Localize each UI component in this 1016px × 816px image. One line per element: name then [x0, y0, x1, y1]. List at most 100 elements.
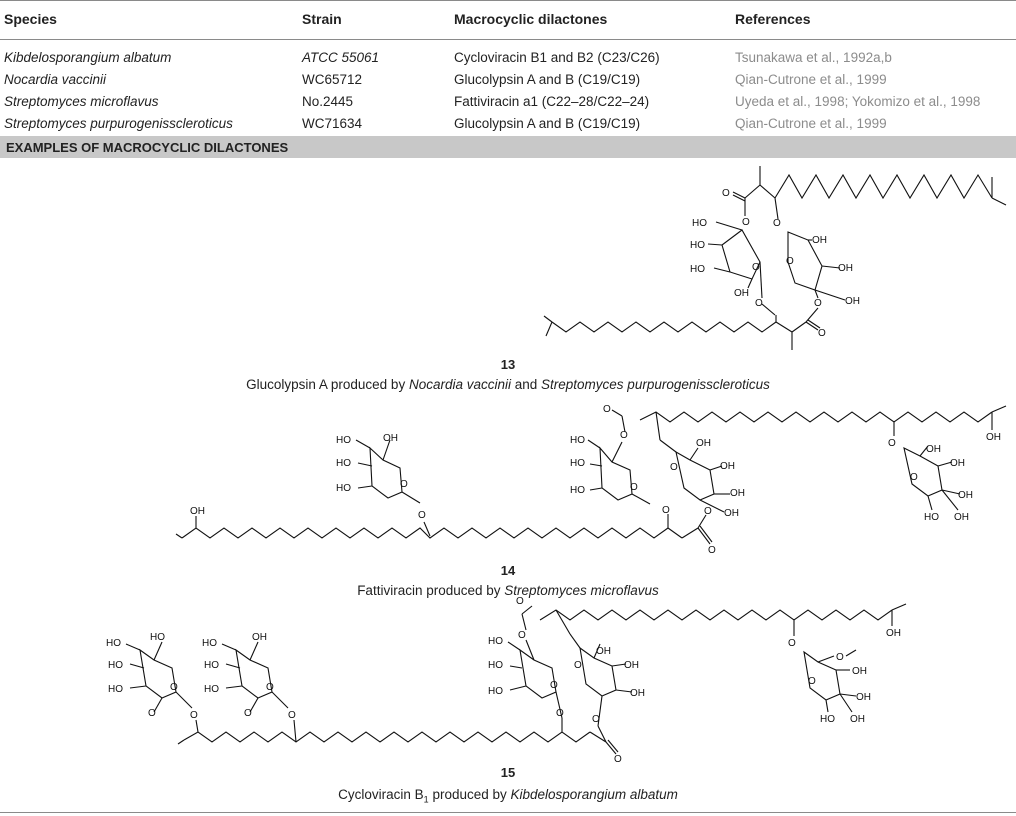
- figure-caption: Fattiviracin produced by Streptomyces mi…: [0, 583, 1016, 598]
- hydroxyl-label: HO: [108, 660, 123, 671]
- hydroxyl-label: HO: [150, 632, 165, 643]
- top-rule: [0, 0, 1016, 1]
- species-cell: Nocardia vaccinii: [4, 72, 107, 87]
- hydroxyl-label: HO: [488, 686, 503, 697]
- hydroxyl-label: HO: [336, 483, 351, 494]
- hydroxyl-label: OH: [986, 432, 1001, 443]
- hydroxyl-label: HO: [692, 218, 707, 229]
- dilactone-cell: Cycloviracin B1 and B2 (C23/C26): [454, 50, 660, 65]
- hydroxyl-label: OH: [252, 632, 267, 643]
- atom-o: O: [574, 660, 582, 671]
- atom-o: O: [814, 298, 822, 309]
- species-cell: Streptomyces microflavus: [4, 94, 159, 109]
- hydroxyl-label: OH: [630, 688, 645, 699]
- strain-cell: No.2445: [302, 94, 354, 109]
- hydroxyl-label: OH: [720, 461, 735, 472]
- structure-13: O O O O HO HO OH HO O O OH OH: [543, 166, 1007, 350]
- section-heading: EXAMPLES OF MACROCYCLIC DILACTONES: [6, 140, 289, 155]
- atom-o: O: [418, 510, 426, 521]
- hydroxyl-label: OH: [950, 458, 965, 469]
- hydroxyl-label: OH: [624, 660, 639, 671]
- reference-cell: Uyeda et al., 1998; Yokomizo et al., 199…: [735, 94, 981, 109]
- hydroxyl-label: HO: [204, 660, 219, 671]
- hydroxyl-label: HO: [488, 636, 503, 647]
- atom-o: O: [550, 680, 558, 691]
- hydroxyl-label: HO: [204, 684, 219, 695]
- hydroxyl-label: OH: [383, 433, 398, 444]
- atom-o: O: [556, 708, 564, 719]
- compound-number: 13: [500, 357, 516, 372]
- structure-15: O HO HO HO HO O O O HO OH HO HO O: [106, 596, 907, 765]
- hydroxyl-label: OH: [190, 506, 205, 517]
- caption-species: Streptomyces purpurogenisscleroticus: [541, 377, 770, 392]
- hydroxyl-label: HO: [570, 435, 585, 446]
- atom-o: O: [836, 652, 844, 663]
- strain-cell: WC71634: [302, 116, 363, 131]
- figure-caption: Cycloviracin B1 produced by Kibdelospora…: [0, 787, 1016, 805]
- hydroxyl-label: OH: [852, 666, 867, 677]
- atom-o: O: [910, 472, 918, 483]
- dilactone-cell: Fattiviracin a1 (C22–28/C22–24): [454, 94, 650, 109]
- hydroxyl-label: OH: [845, 296, 860, 307]
- hydroxyl-label: HO: [690, 264, 705, 275]
- hydroxyl-label: OH: [596, 646, 611, 657]
- compound-number: 14: [500, 563, 516, 578]
- hydroxyl-label: HO: [336, 435, 351, 446]
- caption-species: Kibdelosporangium albatum: [510, 787, 678, 802]
- col-header-species: Species: [4, 11, 57, 27]
- strain-cell: WC65712: [302, 72, 363, 87]
- atom-o: O: [266, 682, 274, 693]
- col-header-references: References: [735, 11, 811, 27]
- atom-o: O: [818, 328, 826, 339]
- figure-caption: Glucolypsin A produced by Nocardia vacci…: [0, 377, 1016, 392]
- hydroxyl-label: OH: [838, 263, 853, 274]
- atom-o: O: [670, 462, 678, 473]
- atom-o: O: [614, 754, 622, 765]
- atom-o: O: [773, 218, 781, 229]
- hydroxyl-label: OH: [886, 628, 901, 639]
- hydroxyl-label: OH: [730, 488, 745, 499]
- caption-text: Fattiviracin produced by: [357, 583, 505, 598]
- atom-o: O: [190, 710, 198, 721]
- atom-o: O: [148, 708, 156, 719]
- caption-text: Glucolypsin A produced by: [246, 377, 409, 392]
- atom-o: O: [708, 545, 716, 556]
- hydroxyl-label: OH: [696, 438, 711, 449]
- hydroxyl-label: OH: [856, 692, 871, 703]
- bottom-rule: [0, 812, 1016, 813]
- caption-subscript: 1: [423, 794, 429, 805]
- reference-cell: Qian-Cutrone et al., 1999: [735, 116, 887, 131]
- hydroxyl-label: HO: [202, 638, 217, 649]
- atom-o: O: [704, 506, 712, 517]
- hydroxyl-label: HO: [820, 714, 835, 725]
- atom-o: O: [786, 256, 794, 267]
- caption-text: produced by: [428, 787, 511, 802]
- structure-14: O HO OH HO HO O OH O O O: [175, 404, 1007, 556]
- atom-o: O: [620, 430, 628, 441]
- hydroxyl-label: OH: [958, 490, 973, 501]
- hydroxyl-label: HO: [488, 660, 503, 671]
- hydroxyl-label: HO: [924, 512, 939, 523]
- strain-cell: ATCC 55061: [302, 50, 380, 65]
- col-header-dilactones: Macrocyclic dilactones: [454, 11, 608, 27]
- hydroxyl-label: OH: [954, 512, 969, 523]
- atom-o: O: [630, 482, 638, 493]
- caption-text: Cycloviracin B: [338, 787, 424, 802]
- hydroxyl-label: HO: [690, 240, 705, 251]
- atom-o: O: [722, 188, 730, 199]
- atom-o: O: [755, 298, 763, 309]
- hydroxyl-label: HO: [336, 458, 351, 469]
- species-cell: Streptomyces purpurogenisscleroticus: [4, 116, 233, 131]
- hydroxyl-label: HO: [106, 638, 121, 649]
- atom-o: O: [662, 505, 670, 516]
- caption-species: Streptomyces microflavus: [504, 583, 659, 598]
- col-header-strain: Strain: [302, 11, 342, 27]
- hydroxyl-label: OH: [812, 235, 827, 246]
- section-band: EXAMPLES OF MACROCYCLIC DILACTONES: [0, 136, 1016, 158]
- hydroxyl-label: OH: [850, 714, 865, 725]
- caption-species: Nocardia vaccinii: [408, 377, 511, 392]
- atom-o: O: [244, 708, 252, 719]
- reference-cell: Tsunakawa et al., 1992a,b: [735, 50, 892, 65]
- atom-o: O: [516, 596, 524, 607]
